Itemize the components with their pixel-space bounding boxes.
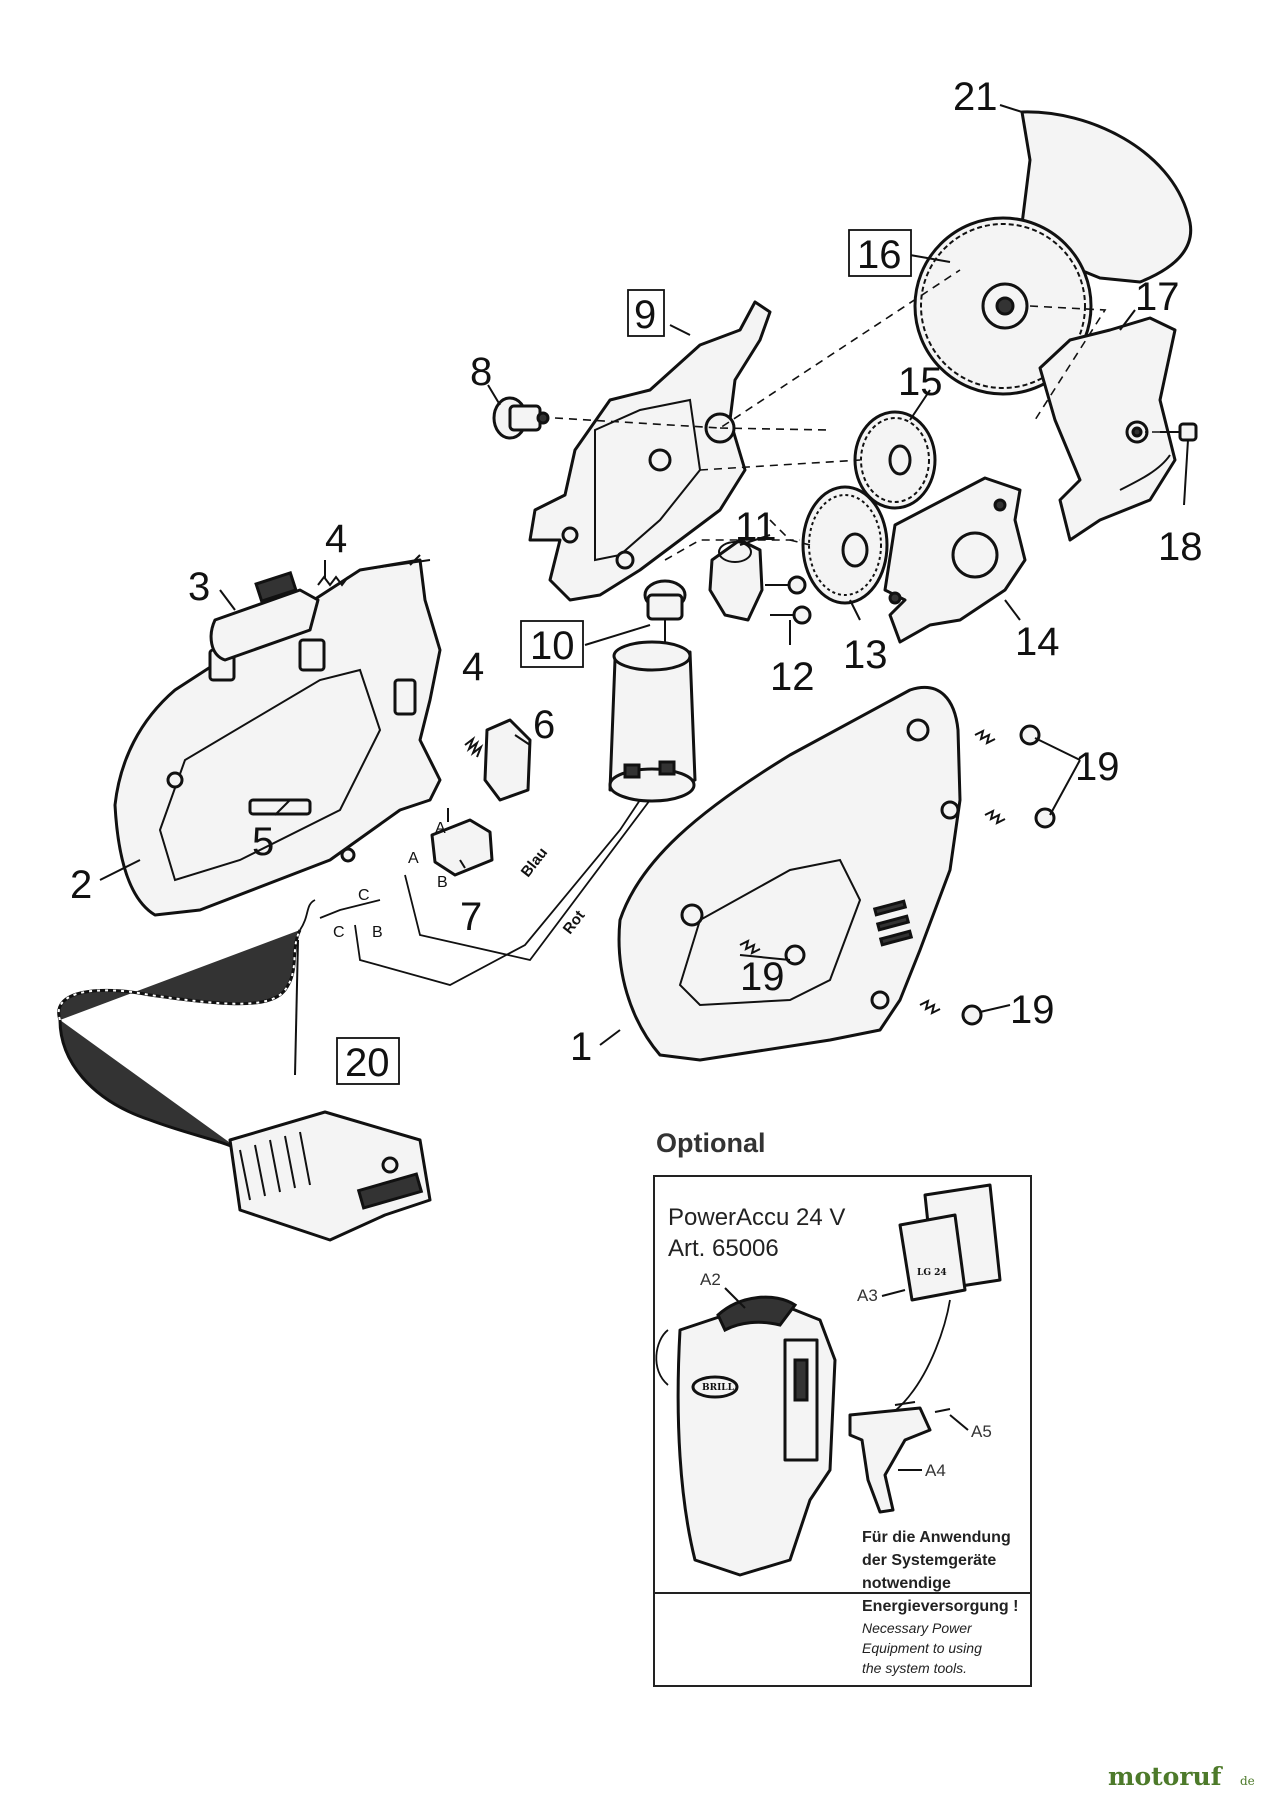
optional-article-number: Art. 65006 bbox=[668, 1235, 779, 1262]
callout-4-top: 4 bbox=[325, 517, 347, 561]
callout-5: 5 bbox=[252, 820, 274, 864]
optional-panel-frame-full bbox=[653, 1175, 1032, 1687]
charger-model-label: LG 24 bbox=[917, 1268, 947, 1278]
terminal-c-upper: C bbox=[358, 887, 370, 904]
label-a3: A3 bbox=[857, 1286, 878, 1305]
wire-label-blue: Blau bbox=[518, 844, 551, 880]
callout-12: 12 bbox=[770, 655, 815, 699]
key-a4 bbox=[848, 1406, 932, 1514]
clip-a5 bbox=[894, 1401, 951, 1413]
callout-4-middle: 4 bbox=[462, 645, 484, 689]
callout-6: 6 bbox=[533, 703, 555, 747]
note-de-line-2: der Systemgeräte bbox=[862, 1552, 996, 1569]
callout-16-box bbox=[848, 229, 912, 277]
part-2-left-housing bbox=[113, 554, 442, 917]
part-20-power-cable bbox=[57, 899, 432, 1242]
callout-10-box bbox=[520, 620, 584, 668]
part-11-clamp bbox=[708, 538, 764, 622]
leader-lines bbox=[99, 254, 1136, 1076]
charger-a3 bbox=[898, 1213, 967, 1302]
part-10-motor bbox=[608, 579, 697, 803]
note-en-line-2: Equipment to using bbox=[862, 1640, 982, 1656]
label-a4: A4 bbox=[925, 1461, 946, 1480]
part-8-bushing bbox=[492, 396, 550, 440]
part-19-screws bbox=[739, 724, 1056, 1026]
optional-panel: PowerAccu 24 V Art. 65006 LG 24 BRILL A2… bbox=[653, 1175, 1032, 1676]
part-18-screw bbox=[1160, 422, 1198, 506]
part-12-screws bbox=[765, 575, 812, 625]
callout-20-box bbox=[336, 1037, 400, 1085]
watermark-tld: de bbox=[1240, 1774, 1255, 1788]
callout-15: 15 bbox=[898, 360, 943, 404]
assembly-lines bbox=[554, 269, 1160, 561]
part-17-blade-guard bbox=[1038, 316, 1177, 542]
optional-heading: Optional bbox=[656, 1128, 766, 1158]
callout-10: 10 bbox=[530, 624, 575, 668]
callout-11: 11 bbox=[735, 505, 777, 549]
note-de-line-3: notwendige bbox=[862, 1575, 951, 1592]
callout-17: 17 bbox=[1135, 275, 1180, 319]
part-4-spring-middle bbox=[464, 736, 484, 758]
part-15-spur-gear bbox=[853, 410, 937, 510]
note-en-line-3: the system tools. bbox=[862, 1660, 967, 1676]
callout-3: 3 bbox=[188, 565, 210, 609]
part-9-gear-housing bbox=[528, 300, 772, 602]
callout-14: 14 bbox=[1015, 620, 1060, 664]
part-16-saw-blade bbox=[913, 216, 1093, 396]
terminal-a-switch: A bbox=[435, 820, 446, 837]
label-a2: A2 bbox=[700, 1270, 721, 1289]
callout-19-lower: 19 bbox=[1010, 988, 1055, 1032]
callout-13: 13 bbox=[843, 633, 888, 677]
part-14-gear-plate bbox=[883, 476, 1027, 644]
part-6-slider bbox=[483, 718, 532, 802]
terminal-b-lower: B bbox=[372, 924, 383, 941]
callout-18: 18 bbox=[1158, 525, 1203, 569]
callout-16: 16 bbox=[857, 233, 902, 277]
part-7-switch bbox=[430, 808, 494, 877]
part-13-bevel-gear bbox=[801, 485, 889, 605]
callout-8: 8 bbox=[470, 350, 492, 394]
callout-20: 20 bbox=[345, 1041, 390, 1085]
callout-19-right: 19 bbox=[1075, 745, 1120, 789]
watermark: motoruf de bbox=[1108, 1762, 1255, 1791]
terminal-a-wire: A bbox=[408, 850, 419, 867]
terminal-b-switch: B bbox=[437, 874, 448, 891]
part-1-right-housing bbox=[617, 685, 962, 1062]
note-de-line-4: Energieversorgung ! bbox=[862, 1598, 1018, 1615]
terminal-c-lower: C bbox=[333, 924, 345, 941]
label-a5: A5 bbox=[971, 1422, 992, 1441]
callouts: 1 2 3 4 5 4 6 7 8 9 10 11 12 13 14 15 16… bbox=[70, 75, 1203, 1085]
wire-label-red: Rot bbox=[560, 907, 589, 937]
part-4-spring-top bbox=[317, 575, 349, 587]
callout-9: 9 bbox=[634, 293, 656, 337]
part-3-trigger bbox=[209, 570, 320, 662]
callout-1: 1 bbox=[570, 1025, 592, 1069]
callout-2: 2 bbox=[70, 863, 92, 907]
callout-7: 7 bbox=[460, 895, 482, 939]
optional-product-name: PowerAccu 24 V bbox=[668, 1204, 845, 1231]
callout-9-box bbox=[627, 289, 665, 337]
callout-19-inner: 19 bbox=[740, 955, 785, 999]
note-en-line-1: Necessary Power bbox=[862, 1620, 973, 1636]
note-de-line-1: Für die Anwendung bbox=[862, 1529, 1011, 1546]
callout-21: 21 bbox=[953, 75, 998, 119]
battery-brand: BRILL bbox=[702, 1383, 735, 1393]
watermark-main: motoruf bbox=[1108, 1762, 1224, 1791]
